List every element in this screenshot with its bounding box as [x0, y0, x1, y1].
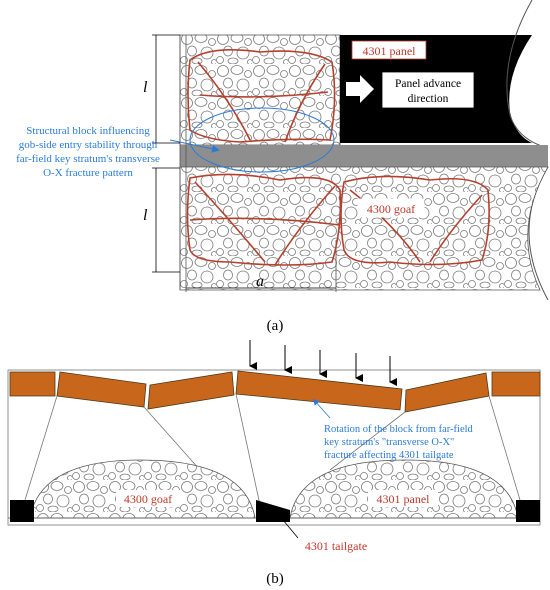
goaf-4300-mound [29, 459, 256, 519]
tailgate-pillar [256, 500, 290, 522]
tailgate-pointer [277, 513, 299, 539]
advance-direction-line2: direction [408, 93, 449, 105]
goaf-4300-label-box [357, 198, 425, 218]
pillar-left [10, 500, 34, 522]
top-panel: l l a 4301 panel Panel advance direction… [16, 0, 549, 334]
tailgate-label: 4301 tailgate [305, 539, 367, 553]
breakage-lines [24, 393, 521, 506]
gob-side-entry [180, 145, 548, 167]
rotation-note-line1: Rotation of the block from far-field [324, 424, 474, 435]
advance-direction-line1: Panel advance [395, 78, 461, 90]
stratum-block-2 [56, 371, 147, 408]
annotation-line1: Structural block influencing [26, 125, 150, 137]
advance-arrow [346, 75, 374, 103]
advance-direction-box [381, 71, 475, 109]
rotation-note: Rotation of the block from far-field key… [324, 424, 474, 461]
label-a: a [256, 273, 264, 290]
rotation-pointer [312, 398, 331, 419]
stratum-block-3 [147, 371, 235, 410]
dimension-l-lower [152, 167, 180, 273]
panel-4301-b-label: 4301 panel [377, 492, 431, 506]
fracture-pattern [186, 48, 490, 266]
goaf-4300-b-box [116, 490, 180, 507]
label-l-lower: l [143, 207, 148, 224]
stratum-block-6 [491, 371, 541, 397]
goaf-4300-b-label: 4300 goaf [124, 492, 172, 506]
panel-4301-label: 4301 panel [363, 44, 417, 58]
bottom-panel: 4300 goaf 4301 panel 4301 tailgate Rotat… [7, 340, 541, 587]
coal-pillars [10, 500, 540, 522]
caption-b: (b) [266, 571, 284, 587]
stratum-block-5 [404, 372, 490, 413]
coal-face-curve [506, 0, 549, 149]
goaf-4301-mound [289, 459, 519, 519]
section-frame [7, 369, 541, 526]
stratum-block-1 [9, 371, 56, 397]
rotation-note-line3: fracture affecting 4301 tailgate [324, 450, 454, 461]
label-l-upper: l [143, 79, 148, 96]
panel-4301-b-box [368, 490, 438, 507]
stratum-block-4 [235, 370, 403, 411]
panel-4301-label-box [351, 40, 427, 60]
goaf-4300-rubble [179, 166, 549, 291]
annotation-highlight [169, 107, 335, 173]
annotation-line2: gob-side entry stability through [19, 139, 158, 151]
caption-a: (a) [267, 318, 284, 334]
upper-rubble-zone [179, 34, 341, 146]
goaf-4300-label: 4300 goaf [367, 202, 415, 216]
load-arrows [249, 340, 397, 386]
annotation-line3: far-field key stratum's transverse [16, 153, 160, 165]
dimension-l-upper [152, 34, 180, 144]
key-stratum-blocks [9, 370, 541, 413]
rotation-note-line2: key stratum's "transverse O-X" [324, 437, 454, 448]
annotation-line4: O-X fracture pattern [43, 167, 133, 179]
pillar-right [516, 500, 540, 522]
structural-block-annotation: Structural block influencing gob-side en… [16, 125, 160, 179]
